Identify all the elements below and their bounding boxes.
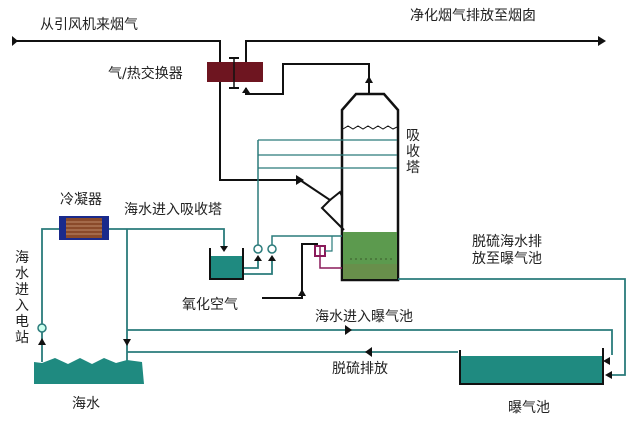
label-condenser: 冷凝器 bbox=[60, 192, 102, 208]
tank-inlet-arrow-icon bbox=[220, 246, 228, 252]
outlet-arrow-icon bbox=[598, 36, 606, 46]
label-aeration-pool: 曝气池 bbox=[508, 400, 550, 416]
seawater-to-aeration-line bbox=[127, 329, 613, 355]
demister bbox=[342, 125, 398, 130]
label-seawater: 海水 bbox=[72, 396, 100, 412]
seawater-tank bbox=[209, 248, 244, 280]
flue-gas-inlet-line bbox=[12, 36, 221, 62]
pump-2-icon bbox=[267, 244, 277, 254]
label-absorber: 吸收塔 bbox=[406, 128, 420, 176]
plant-inlet-arrow-icon bbox=[38, 338, 46, 345]
label-oxidation-air: 氧化空气 bbox=[182, 297, 238, 313]
discharge-arrow-icon bbox=[365, 347, 372, 357]
tower-outlet-arrow-icon bbox=[365, 76, 373, 83]
absorber-tower bbox=[258, 92, 400, 282]
air-arrow-icon bbox=[298, 289, 306, 296]
inlet-duct bbox=[299, 179, 345, 231]
seawater-body bbox=[34, 358, 144, 384]
label-flue-in: 从引风机来烟气 bbox=[40, 17, 138, 33]
label-desulf-to-aeration-1: 脱硫海水排 bbox=[472, 234, 542, 250]
desulf-seawater-line bbox=[398, 278, 626, 376]
label-desulf-to-aeration-2: 放至曝气池 bbox=[472, 251, 542, 267]
clean-gas-from-absorber-line bbox=[245, 63, 370, 95]
raw-gas-to-absorber-line bbox=[219, 82, 300, 181]
main-down-arrow-icon bbox=[123, 339, 131, 346]
label-seawater-to-plant: 海水进入电站 bbox=[15, 250, 29, 346]
aeration-inlet-arrow-icon bbox=[345, 325, 352, 335]
label-desulf-discharge: 脱硫排放 bbox=[332, 361, 388, 377]
label-heat-exchanger: 气/热交换器 bbox=[108, 66, 183, 82]
seawater-to-plant-line bbox=[41, 228, 59, 362]
label-clean-out: 净化烟气排放至烟囱 bbox=[410, 8, 536, 24]
label-seawater-to-absorber: 海水进入吸收塔 bbox=[124, 202, 222, 218]
condenser bbox=[59, 216, 109, 240]
flue-inlet-arrow-icon bbox=[12, 36, 18, 46]
clean-gas-outlet-line bbox=[245, 36, 606, 62]
seawater-pump-icon bbox=[37, 323, 47, 333]
seawater-to-absorber-line bbox=[109, 228, 225, 248]
heat-exchanger bbox=[207, 62, 263, 82]
aeration-pool bbox=[459, 348, 604, 385]
label-seawater-to-aeration: 海水进入曝气池 bbox=[315, 309, 413, 325]
oxidation-air-line bbox=[262, 243, 318, 299]
pump-1-icon bbox=[253, 244, 263, 254]
